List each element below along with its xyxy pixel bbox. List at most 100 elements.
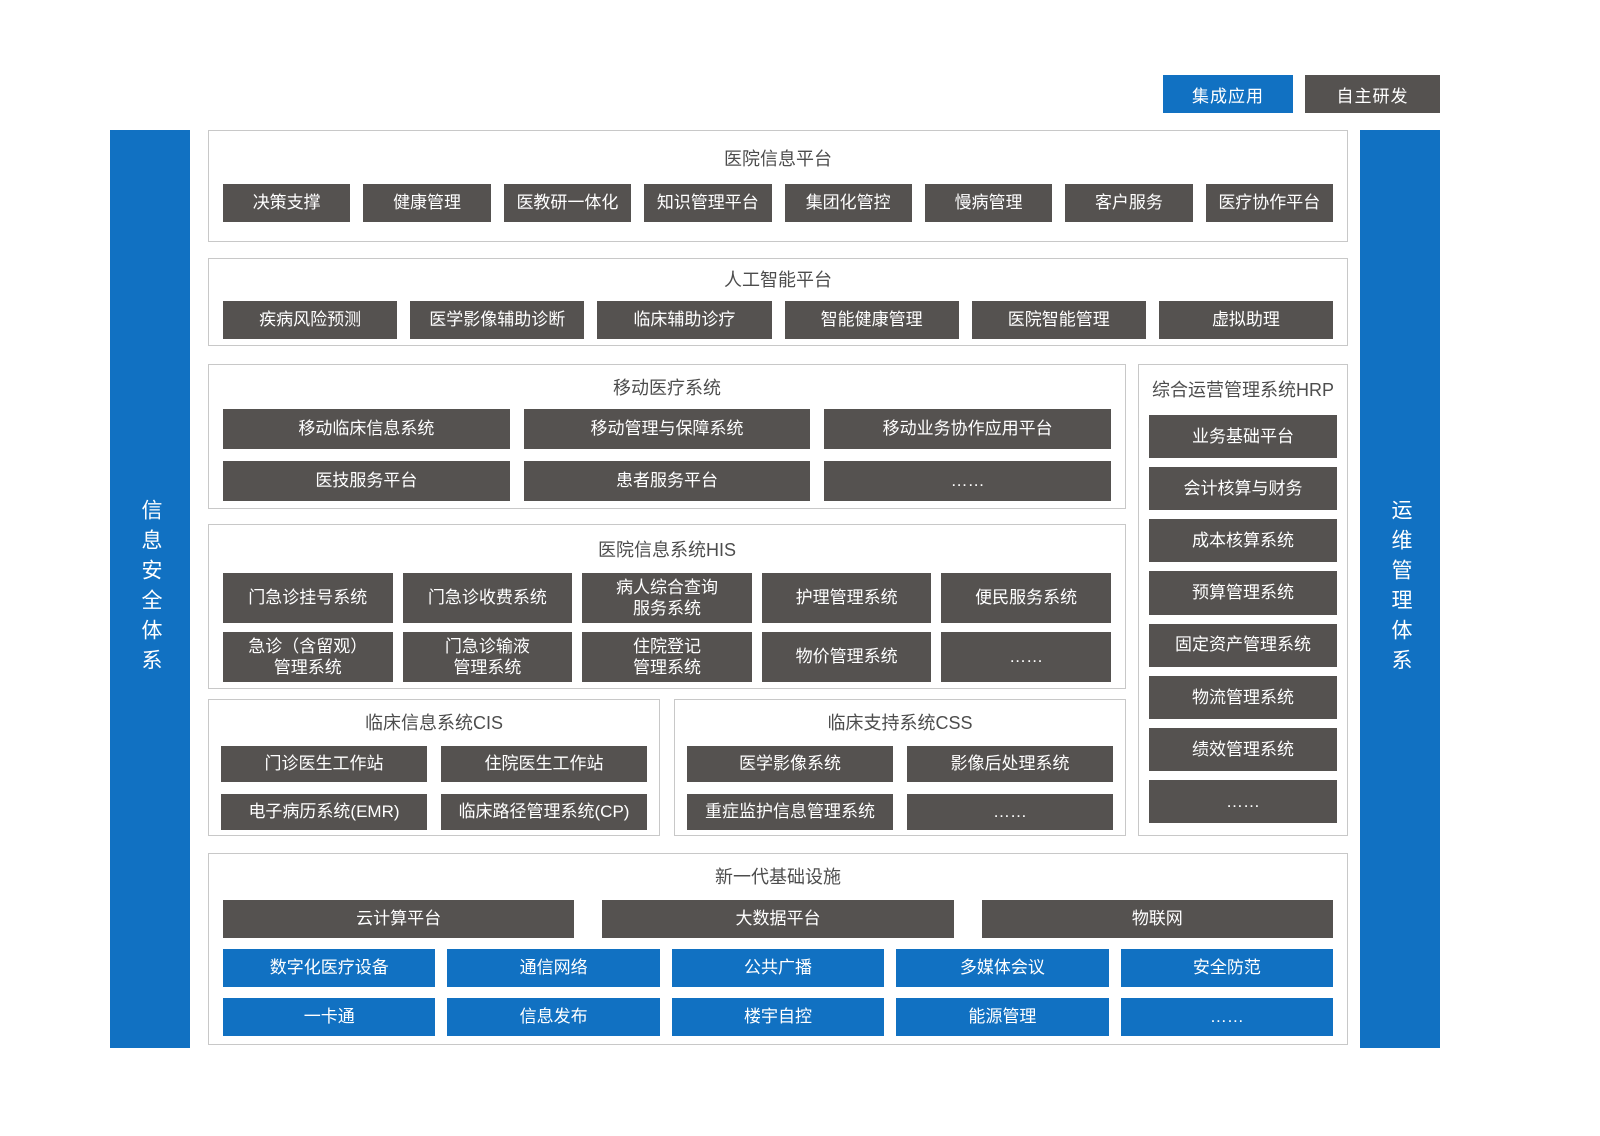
css-row-2: 重症监护信息管理系统 ……	[675, 794, 1125, 830]
diagram-block: 一卡通	[223, 998, 436, 1036]
middle-left-column: 移动医疗系统 移动临床信息系统 移动管理与保障系统 移动业务协作应用平台 医技服…	[208, 364, 1126, 836]
diagram-block: 住院医生工作站	[441, 746, 647, 782]
section-mobile-medical: 移动医疗系统 移动临床信息系统 移动管理与保障系统 移动业务协作应用平台 医技服…	[208, 364, 1126, 509]
section-hospital-info-platform: 医院信息平台 决策支撑 健康管理 医教研一体化 知识管理平台 集团化管控 慢病管…	[208, 130, 1348, 242]
diagram-block: 楼宇自控	[671, 998, 885, 1036]
diagram-block: ……	[1149, 779, 1337, 823]
diagram-block: ……	[824, 461, 1112, 501]
diagram-block: 医教研一体化	[503, 184, 632, 222]
diagram-block: 绩效管理系统	[1149, 727, 1337, 771]
middle-area: 移动医疗系统 移动临床信息系统 移动管理与保障系统 移动业务协作应用平台 医技服…	[208, 364, 1348, 836]
diagram-block: 业务基础平台	[1149, 415, 1337, 459]
diagram-block: 通信网络	[447, 949, 660, 987]
diagram-block: ……	[907, 794, 1113, 830]
diagram-block: 门急诊输液 管理系统	[402, 632, 573, 682]
diagram-block: 决策支撑	[223, 184, 351, 222]
sidebar-left-label: 信息安全体系	[139, 499, 162, 679]
diagram-block: 会计核算与财务	[1149, 467, 1337, 511]
sidebar-right-label: 运维管理体系	[1389, 499, 1412, 679]
section-title: 临床信息系统CIS	[364, 713, 503, 733]
diagram-block: 临床辅助诊疗	[597, 301, 772, 339]
diagram-block: 临床路径管理系统(CP)	[441, 794, 647, 830]
section-title: 医院信息平台	[724, 149, 832, 169]
diagram-block: 智能健康管理	[784, 301, 959, 339]
sidebar-operations-management: 运维管理体系	[1360, 130, 1440, 1048]
section-title: 移动医疗系统	[613, 378, 721, 398]
section-title: 新一代基础设施	[715, 867, 841, 887]
section-title: 医院信息系统HIS	[597, 540, 736, 560]
diagram-block: ……	[1120, 998, 1334, 1036]
diagram-block: 公共广播	[671, 949, 885, 987]
diagram-block: 电子病历系统(EMR)	[221, 794, 427, 830]
legend: 集成应用 自主研发	[1163, 75, 1440, 113]
diagram-block: 虚拟助理	[1158, 301, 1334, 339]
sidebar-information-security: 信息安全体系	[110, 130, 190, 1048]
diagram-block: 慢病管理	[924, 184, 1053, 222]
ai-items-row: 疾病风险预测 医学影像辅助诊断 临床辅助诊疗 智能健康管理 医院智能管理 虚拟助…	[209, 301, 1347, 339]
diagram-block: 预算管理系统	[1149, 571, 1337, 615]
section-title: 综合运营管理系统HRP	[1151, 380, 1334, 400]
diagram-block: ……	[941, 632, 1111, 682]
cis-row-1: 门诊医生工作站 住院医生工作站	[209, 746, 659, 782]
section-title: 临床支持系统CSS	[827, 713, 973, 733]
mobile-row-1: 移动临床信息系统 移动管理与保障系统 移动业务协作应用平台	[209, 409, 1125, 449]
diagram-block: 住院登记 管理系统	[582, 632, 752, 682]
his-row-1: 门急诊挂号系统 门急诊收费系统 病人综合查询 服务系统 护理管理系统 便民服务系…	[209, 573, 1125, 623]
diagram-block: 物流管理系统	[1149, 675, 1337, 719]
diagram-block: 多媒体会议	[896, 949, 1109, 987]
diagram-block: 大数据平台	[602, 900, 954, 938]
diagram-block: 集团化管控	[784, 184, 912, 222]
cis-css-row: 临床信息系统CIS 门诊医生工作站 住院医生工作站 电子病历系统(EMR) 临床…	[208, 699, 1126, 836]
section-css: 临床支持系统CSS 医学影像系统 影像后处理系统 重症监护信息管理系统 ……	[674, 699, 1126, 836]
diagram-block: 云计算平台	[223, 900, 575, 938]
section-title: 人工智能平台	[724, 270, 832, 290]
cis-row-2: 电子病历系统(EMR) 临床路径管理系统(CP)	[209, 794, 659, 830]
mobile-row-2: 医技服务平台 患者服务平台 ……	[209, 461, 1125, 501]
diagram-block: 医学影像辅助诊断	[410, 301, 585, 339]
diagram-block: 移动业务协作应用平台	[824, 409, 1112, 449]
diagram-block: 疾病风险预测	[223, 301, 398, 339]
diagram-block: 影像后处理系统	[907, 746, 1113, 782]
diagram-block: 病人综合查询 服务系统	[582, 573, 752, 623]
diagram-block: 门诊医生工作站	[221, 746, 427, 782]
diagram-block: 便民服务系统	[941, 573, 1111, 623]
diagram-block: 知识管理平台	[644, 184, 772, 222]
diagram-main: 医院信息平台 决策支撑 健康管理 医教研一体化 知识管理平台 集团化管控 慢病管…	[208, 130, 1348, 1045]
diagram-block: 物价管理系统	[761, 632, 932, 682]
diagram-block: 客户服务	[1065, 184, 1193, 222]
diagram-block: 健康管理	[363, 184, 491, 222]
infra-row-2: 数字化医疗设备 通信网络 公共广播 多媒体会议 安全防范	[209, 949, 1347, 987]
diagram-block: 安全防范	[1120, 949, 1334, 987]
legend-integrated-application: 集成应用	[1163, 75, 1293, 113]
section-infrastructure: 新一代基础设施 云计算平台 大数据平台 物联网 数字化医疗设备 通信网络 公共广…	[208, 853, 1348, 1045]
diagram-block: 能源管理	[896, 998, 1109, 1036]
diagram-block: 重症监护信息管理系统	[687, 794, 893, 830]
platform-items-row: 决策支撑 健康管理 医教研一体化 知识管理平台 集团化管控 慢病管理 客户服务 …	[209, 184, 1347, 222]
diagram-block: 医技服务平台	[223, 461, 510, 501]
diagram-block: 移动管理与保障系统	[523, 409, 811, 449]
section-hrp: 综合运营管理系统HRP 业务基础平台 会计核算与财务 成本核算系统 预算管理系统…	[1138, 364, 1348, 836]
his-row-2: 急诊（含留观） 管理系统 门急诊输液 管理系统 住院登记 管理系统 物价管理系统…	[209, 632, 1125, 682]
hrp-items: 业务基础平台 会计核算与财务 成本核算系统 预算管理系统 固定资产管理系统 物流…	[1149, 415, 1337, 823]
diagram-block: 物联网	[981, 900, 1333, 938]
diagram-block: 护理管理系统	[761, 573, 932, 623]
infra-row-1: 云计算平台 大数据平台 物联网	[209, 900, 1347, 938]
css-row-1: 医学影像系统 影像后处理系统	[675, 746, 1125, 782]
diagram-block: 医学影像系统	[687, 746, 893, 782]
legend-self-developed: 自主研发	[1305, 75, 1440, 113]
diagram-block: 患者服务平台	[523, 461, 811, 501]
diagram-block: 成本核算系统	[1149, 519, 1337, 563]
diagram-block: 移动临床信息系统	[223, 409, 510, 449]
section-cis: 临床信息系统CIS 门诊医生工作站 住院医生工作站 电子病历系统(EMR) 临床…	[208, 699, 660, 836]
diagram-block: 数字化医疗设备	[223, 949, 436, 987]
section-his: 医院信息系统HIS 门急诊挂号系统 门急诊收费系统 病人综合查询 服务系统 护理…	[208, 524, 1126, 689]
diagram-block: 固定资产管理系统	[1149, 623, 1337, 667]
diagram-block: 医疗协作平台	[1205, 184, 1333, 222]
diagram-block: 医院智能管理	[971, 301, 1146, 339]
diagram-block: 信息发布	[447, 998, 660, 1036]
section-ai-platform: 人工智能平台 疾病风险预测 医学影像辅助诊断 临床辅助诊疗 智能健康管理 医院智…	[208, 258, 1348, 346]
diagram-block: 门急诊挂号系统	[223, 573, 393, 623]
diagram-block: 急诊（含留观） 管理系统	[223, 632, 393, 682]
infra-row-3: 一卡通 信息发布 楼宇自控 能源管理 ……	[209, 998, 1347, 1036]
